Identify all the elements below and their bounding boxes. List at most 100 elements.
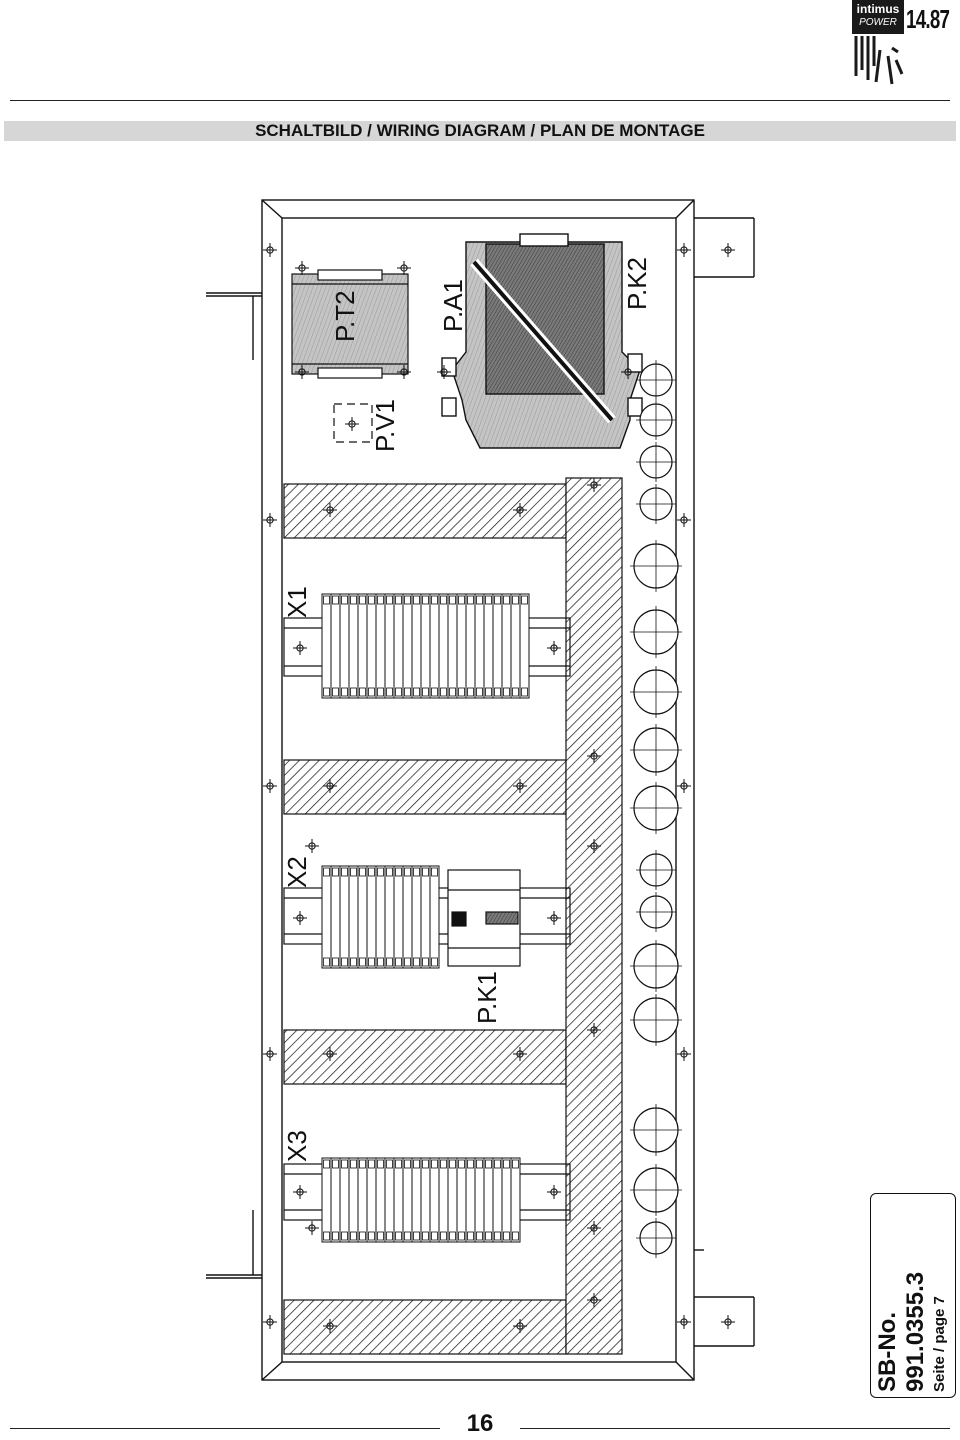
terminal xyxy=(321,865,332,969)
terminal xyxy=(483,593,494,699)
terminal-screw xyxy=(341,1231,348,1241)
terminal xyxy=(321,593,332,699)
cross-ring xyxy=(590,1026,598,1034)
terminal-screw xyxy=(458,1231,465,1241)
cross-ring xyxy=(400,368,408,376)
terminal xyxy=(357,1157,368,1243)
terminal-screw xyxy=(521,595,528,605)
terminal-screw xyxy=(458,687,465,697)
terminal-screw xyxy=(368,1231,375,1241)
cross-ring xyxy=(724,1318,732,1326)
terminal xyxy=(411,1157,422,1243)
terminal-screw xyxy=(341,595,348,605)
terminal xyxy=(456,593,467,699)
terminal-block-x1 xyxy=(321,593,530,699)
cross-ring xyxy=(550,914,558,922)
terminal xyxy=(501,1157,512,1243)
terminal-screw xyxy=(404,867,411,877)
terminal xyxy=(402,865,413,969)
terminal-screw xyxy=(413,687,420,697)
terminal-screw xyxy=(440,595,447,605)
intimus-power-logo: intimus POWER xyxy=(852,0,904,85)
terminal-screw xyxy=(395,687,402,697)
terminal-screw xyxy=(422,957,429,967)
terminal-screw xyxy=(476,595,483,605)
terminal-screw xyxy=(431,1159,438,1169)
terminal-screw xyxy=(404,687,411,697)
terminal xyxy=(330,865,341,969)
terminal-screw xyxy=(431,595,438,605)
cross-ring xyxy=(266,1050,274,1058)
terminal-screw xyxy=(368,1159,375,1169)
cross-ring xyxy=(550,1188,558,1196)
terminal-screw xyxy=(449,1159,456,1169)
terminal-screw xyxy=(485,687,492,697)
terminal-screw xyxy=(359,1159,366,1169)
terminal xyxy=(447,1157,458,1243)
cross-ring xyxy=(516,782,524,790)
terminal-screw xyxy=(476,1159,483,1169)
terminal-screw xyxy=(476,1231,483,1241)
terminal-screw xyxy=(341,957,348,967)
cross-ring xyxy=(590,842,598,850)
terminal-screw xyxy=(503,1231,510,1241)
unit-pa1-pk2 xyxy=(441,233,643,449)
terminal-screw xyxy=(395,867,402,877)
terminal xyxy=(321,1157,332,1243)
terminal-screw xyxy=(503,1159,510,1169)
terminal xyxy=(429,1157,440,1243)
cross-ring xyxy=(590,1296,598,1304)
terminal-screw xyxy=(341,867,348,877)
terminal xyxy=(348,593,359,699)
terminal xyxy=(384,1157,395,1243)
terminal-screw xyxy=(395,595,402,605)
cross-ring xyxy=(326,506,334,514)
cross-ring xyxy=(296,644,304,652)
label-pa1: P.A1 xyxy=(438,279,468,332)
footer-rule-left xyxy=(10,1428,440,1429)
sb-number: 991.0355.3 xyxy=(902,1271,929,1392)
terminal-screw xyxy=(404,1159,411,1169)
terminal-screw xyxy=(413,1159,420,1169)
terminal-screw xyxy=(440,1231,447,1241)
cross-ring xyxy=(550,644,558,652)
terminal-screw xyxy=(332,957,339,967)
cross-ring xyxy=(266,782,274,790)
relay-pk1 xyxy=(447,869,521,967)
terminal xyxy=(438,1157,449,1243)
terminal xyxy=(357,593,368,699)
terminal xyxy=(402,593,413,699)
terminal-screw xyxy=(350,595,357,605)
terminal-screw xyxy=(332,1231,339,1241)
terminal-screw xyxy=(368,595,375,605)
terminal-screw xyxy=(476,687,483,697)
cross-ring xyxy=(326,1322,334,1330)
terminal xyxy=(438,593,449,699)
terminal-screw xyxy=(377,1159,384,1169)
terminal-screw xyxy=(503,687,510,697)
terminal xyxy=(375,1157,386,1243)
terminal-screw xyxy=(404,1231,411,1241)
terminal xyxy=(384,593,395,699)
terminal-screw xyxy=(323,687,330,697)
terminal-screw xyxy=(332,595,339,605)
terminal xyxy=(510,593,521,699)
page-code: 14.87 xyxy=(906,4,950,34)
cross-ring xyxy=(516,1322,524,1330)
terminal-screw xyxy=(449,595,456,605)
terminal-screw xyxy=(485,1159,492,1169)
terminal-screw xyxy=(422,1231,429,1241)
cross-ring xyxy=(296,914,304,922)
cross-ring xyxy=(308,1224,316,1232)
terminal xyxy=(492,593,503,699)
terminal xyxy=(384,865,395,969)
cross-ring xyxy=(680,246,688,254)
cross-ring xyxy=(348,420,356,428)
terminal-screw xyxy=(485,1231,492,1241)
terminal-screw xyxy=(386,687,393,697)
terminal-screw xyxy=(341,1159,348,1169)
terminal-screw xyxy=(350,867,357,877)
terminal-screw xyxy=(458,1159,465,1169)
title-bar xyxy=(4,121,956,141)
